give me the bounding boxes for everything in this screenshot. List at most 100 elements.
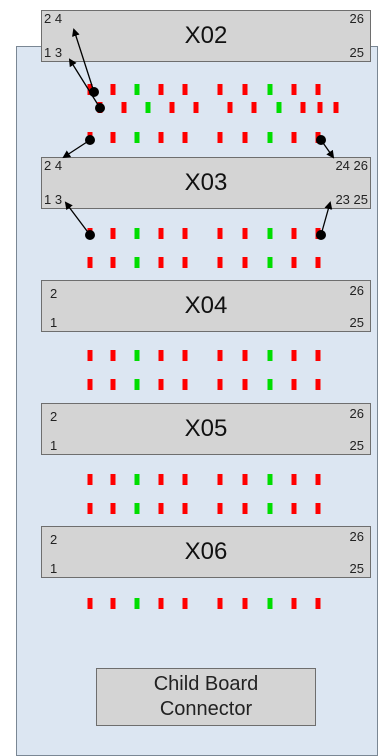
wire-arrow	[68, 58, 101, 109]
pin-label-bottom-left: 1 3	[44, 45, 63, 60]
pin-indicator-red	[242, 474, 248, 485]
pin-label-top-left: 2 4	[44, 158, 63, 173]
pin-indicator-red	[158, 379, 164, 390]
pin-indicator-red	[217, 379, 223, 390]
connector-x04: 2 1 26 25 X04	[41, 280, 371, 332]
pin-label-bottom-right: 25	[349, 45, 364, 60]
pin-indicator-red	[291, 132, 297, 143]
pin-indicator-green	[267, 598, 273, 609]
pin-indicator-green	[134, 84, 140, 95]
pin-indicator-red	[333, 102, 339, 113]
pin-indicator-red	[315, 350, 321, 361]
wire-dot	[95, 103, 105, 113]
wire-arrow	[62, 139, 91, 159]
connector-x02: 2 4 1 3 26 25 X02	[41, 10, 371, 62]
pin-indicator-red	[315, 474, 321, 485]
connector-label: X03	[184, 169, 228, 196]
connector-label: X06	[184, 538, 228, 565]
pin-indicator-red	[87, 350, 93, 361]
pin-indicator-red	[291, 257, 297, 268]
connector-x03: 2 4 1 3 24 26 23 25 X03	[41, 157, 371, 209]
pin-label-bottom-left: 1	[50, 438, 58, 453]
child-board-label-line2: Connector	[159, 698, 253, 720]
pin-indicator-green	[134, 503, 140, 514]
pin-indicator-red	[110, 379, 116, 390]
child-board-connector: Child Board Connector	[96, 668, 316, 726]
pin-indicator-red	[158, 503, 164, 514]
pin-indicator-red	[291, 598, 297, 609]
pin-indicator-red	[242, 503, 248, 514]
pin-indicator-red	[315, 257, 321, 268]
pin-indicator-green	[134, 598, 140, 609]
wire-dot	[89, 87, 99, 97]
wire-dot	[85, 230, 95, 240]
pin-indicator-red	[291, 503, 297, 514]
pin-label-top-right: 26	[349, 283, 364, 298]
pin-indicator-red	[242, 598, 248, 609]
pin-label-top-left: 2	[50, 286, 58, 301]
pin-indicator-red	[242, 132, 248, 143]
pin-indicator-red	[182, 84, 188, 95]
connector-label: X04	[184, 292, 228, 319]
pin-indicator-red	[158, 228, 164, 239]
pin-indicator-red	[251, 102, 257, 113]
pin-indicator-red	[291, 474, 297, 485]
pin-indicator-red	[182, 350, 188, 361]
pin-indicator-red	[315, 598, 321, 609]
pin-indicator-red	[182, 228, 188, 239]
wire-arrow	[320, 201, 333, 236]
connector-label: X05	[184, 415, 228, 442]
pin-label-bottom-left: 1 3	[44, 192, 63, 207]
pin-label-top-left: 2	[50, 409, 58, 424]
wires	[62, 28, 335, 240]
pin-indicator-red	[110, 503, 116, 514]
pin-label-bottom-right: 25	[349, 438, 364, 453]
pin-indicator-red	[110, 257, 116, 268]
pin-indicator-red	[242, 379, 248, 390]
pin-indicator-red	[110, 598, 116, 609]
pin-indicator-red	[158, 132, 164, 143]
pin-indicator-red	[87, 474, 93, 485]
pin-indicator-green	[267, 132, 273, 143]
pin-indicator-red	[110, 228, 116, 239]
pin-indicator-red	[193, 102, 199, 113]
pin-indicator-red	[158, 257, 164, 268]
pin-indicator-green	[267, 350, 273, 361]
pin-indicator-red	[227, 102, 233, 113]
pin-indicator-red	[217, 474, 223, 485]
wire-arrow	[72, 28, 95, 93]
pin-indicator-red	[182, 598, 188, 609]
pin-indicator-red	[242, 84, 248, 95]
pin-label-top-left: 2 4	[44, 11, 63, 26]
pin-indicator-red	[87, 503, 93, 514]
pin-indicator-green	[276, 102, 282, 113]
pin-indicator-red	[110, 132, 116, 143]
pin-indicator-red	[182, 474, 188, 485]
pin-indicator-green	[145, 102, 151, 113]
pin-indicator-red	[217, 598, 223, 609]
pin-indicator-red	[317, 102, 323, 113]
pin-indicator-red	[110, 84, 116, 95]
pin-label-top-right: 26	[349, 406, 364, 421]
pin-indicator-red	[315, 503, 321, 514]
wire-dot	[316, 135, 326, 145]
pin-indicator-red	[87, 257, 93, 268]
pin-indicator-red	[217, 132, 223, 143]
pin-indicator-red	[169, 102, 175, 113]
pin-indicator-green	[134, 474, 140, 485]
pin-indicator-red	[110, 474, 116, 485]
pin-indicator-red	[217, 503, 223, 514]
pin-indicator-red	[315, 379, 321, 390]
pin-indicator-red	[158, 84, 164, 95]
pin-indicator-red	[182, 257, 188, 268]
pin-label-top-right: 24 26	[335, 158, 368, 173]
pin-label-top-right: 26	[349, 529, 364, 544]
wire-arrow	[64, 201, 91, 236]
pin-indicator-red	[291, 228, 297, 239]
pin-indicator-green	[134, 228, 140, 239]
pin-indicator-red	[110, 350, 116, 361]
pin-label-bottom-left: 1	[50, 315, 58, 330]
pin-indicator-green	[134, 132, 140, 143]
child-board-label-line1: Child Board	[153, 673, 259, 695]
